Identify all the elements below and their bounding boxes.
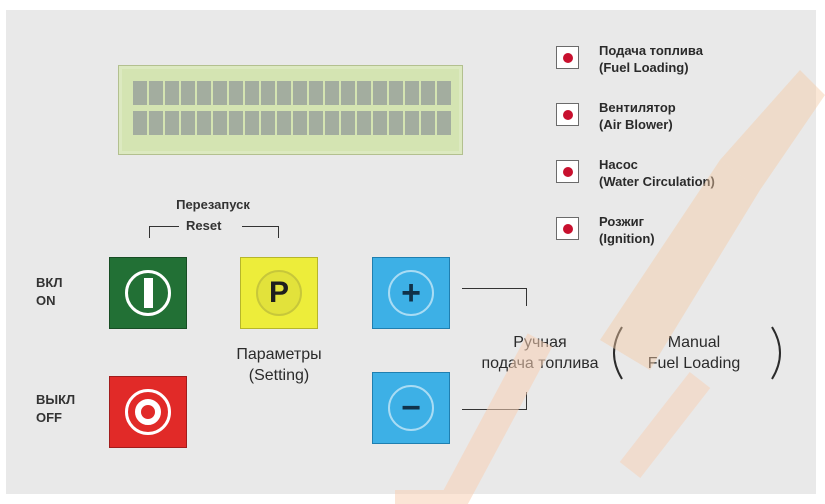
parameters-icon: P <box>256 270 302 316</box>
lcd-character-cell <box>181 111 195 135</box>
reset-bracket-left <box>149 226 179 227</box>
lcd-character-cell <box>405 111 419 135</box>
lcd-character-cell <box>149 111 163 135</box>
reset-bracket-right <box>242 226 278 227</box>
lcd-character-cell <box>373 81 387 105</box>
reset-label-en: Reset <box>186 218 222 233</box>
manual-label-ru-line1: Ручная <box>513 334 567 351</box>
reset-bracket-left-tick <box>149 226 150 238</box>
fuel-loading-led-icon <box>556 46 579 69</box>
connector-plus-tick <box>526 288 527 306</box>
power-off-icon <box>125 389 171 435</box>
parameters-label-en: (Setting) <box>248 367 310 384</box>
manual-label-ru: Ручная подача топлива <box>470 332 610 374</box>
lcd-character-cell <box>149 81 163 105</box>
lcd-character-cell <box>341 81 355 105</box>
connector-minus <box>462 409 526 410</box>
manual-label-en-line1: Manual <box>667 334 721 351</box>
reset-bracket-right-tick <box>278 226 279 238</box>
minus-button[interactable]: − <box>372 372 450 444</box>
indicator-label-ru: Подача топлива <box>599 43 703 58</box>
lcd-character-cell <box>309 111 323 135</box>
lcd-character-cell <box>325 111 339 135</box>
manual-label-en-line2: Fuel Loading <box>647 355 741 372</box>
parameters-button[interactable]: P <box>240 257 318 329</box>
lcd-character-cell <box>389 81 403 105</box>
lcd-character-cell <box>197 81 211 105</box>
lcd-character-cell <box>229 111 243 135</box>
lcd-character-cell <box>261 81 275 105</box>
off-label-en: OFF <box>36 410 62 425</box>
lcd-character-cell <box>245 81 259 105</box>
manual-label-en: Manual Fuel Loading <box>614 332 774 374</box>
plus-button[interactable]: + <box>372 257 450 329</box>
lcd-character-cell <box>421 81 435 105</box>
connector-plus <box>462 288 526 289</box>
lcd-character-cell <box>133 81 147 105</box>
air-blower-led-icon <box>556 103 579 126</box>
lcd-character-cell <box>421 111 435 135</box>
lcd-character-cell <box>229 81 243 105</box>
off-label-ru: ВЫКЛ <box>36 392 76 407</box>
indicator-label-en: (Ignition) <box>599 231 655 246</box>
indicator-label-ru: Вентилятор <box>599 100 676 115</box>
lcd-character-cell <box>293 81 307 105</box>
lcd-row-2 <box>133 111 451 135</box>
manual-parentheses <box>613 326 781 380</box>
indicator-label-en: (Air Blower) <box>599 117 673 132</box>
lcd-character-cell <box>357 111 371 135</box>
lcd-character-cell <box>437 111 451 135</box>
reset-label-ru: Перезапуск <box>176 197 250 212</box>
lcd-character-cell <box>325 81 339 105</box>
lcd-character-cell <box>389 111 403 135</box>
ignition-led-icon <box>556 217 579 240</box>
off-button[interactable] <box>109 376 187 448</box>
lcd-character-cell <box>181 81 195 105</box>
off-label: ВЫКЛ OFF <box>36 391 75 427</box>
lcd-display <box>118 65 463 155</box>
on-label-en: ON <box>36 293 56 308</box>
lcd-character-cell <box>197 111 211 135</box>
on-label: ВКЛ ON <box>36 274 62 310</box>
indicator-label-en: (Water Circulation) <box>599 174 715 189</box>
parameters-glyph: P <box>268 276 289 309</box>
on-label-ru: ВКЛ <box>36 275 63 290</box>
water-circulation-led-icon <box>556 160 579 183</box>
parameters-label-ru: Параметры <box>236 346 322 363</box>
minus-glyph: − <box>401 389 421 427</box>
plus-icon: + <box>388 270 434 316</box>
indicator-label-ru: Розжиг <box>599 214 645 229</box>
plus-glyph: + <box>401 274 421 312</box>
lcd-character-cell <box>277 81 291 105</box>
lcd-character-cell <box>133 111 147 135</box>
indicator-label-ru: Насос <box>599 157 638 172</box>
lcd-character-cell <box>165 111 179 135</box>
lcd-character-cell <box>277 111 291 135</box>
lcd-character-cell <box>405 81 419 105</box>
lcd-character-cell <box>341 111 355 135</box>
manual-label-ru-line2: подача топлива <box>481 355 599 372</box>
lcd-row-1 <box>133 81 451 105</box>
connector-minus-tick <box>526 392 527 410</box>
lcd-character-cell <box>245 111 259 135</box>
lcd-character-cell <box>213 81 227 105</box>
minus-icon: − <box>388 385 434 431</box>
lcd-character-cell <box>309 81 323 105</box>
lcd-character-cell <box>261 111 275 135</box>
lcd-character-cell <box>293 111 307 135</box>
lcd-character-cell <box>213 111 227 135</box>
lcd-character-cell <box>373 111 387 135</box>
power-on-icon <box>125 270 171 316</box>
lcd-character-cell <box>357 81 371 105</box>
lcd-character-cell <box>165 81 179 105</box>
on-button[interactable] <box>109 257 187 329</box>
parameters-label: Параметры (Setting) <box>214 344 344 386</box>
indicator-label-en: (Fuel Loading) <box>599 60 689 75</box>
lcd-character-cell <box>437 81 451 105</box>
